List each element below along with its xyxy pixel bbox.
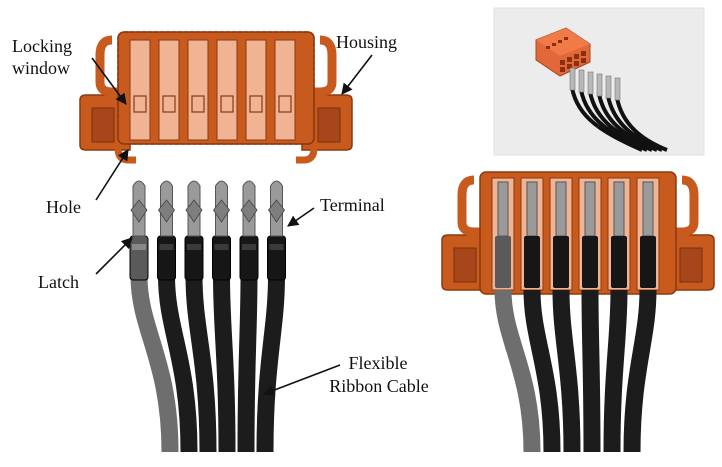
cavity-3 — [187, 39, 209, 141]
cavity-5 — [245, 39, 267, 141]
arrow-terminal — [287, 207, 315, 227]
cable-6 — [256, 275, 285, 453]
latch-band-5 — [242, 244, 256, 250]
terminal-inserted-4 — [584, 181, 596, 237]
photo-wires — [569, 67, 668, 152]
latch-3 — [184, 235, 204, 281]
photo-terminal-6 — [614, 77, 621, 101]
arrow-hole — [95, 149, 129, 201]
latch-inserted-3 — [553, 236, 569, 288]
locking-window-1 — [133, 95, 147, 113]
cable-right-3 — [552, 289, 581, 453]
photo-wire-3 — [588, 91, 653, 152]
terminal-cavities — [129, 39, 296, 141]
locking-window-2 — [162, 95, 176, 113]
arrow-locking-window — [91, 57, 127, 105]
housing-assembled — [441, 171, 715, 295]
locking-window-4 — [220, 95, 234, 113]
cavity-4 — [216, 39, 238, 141]
latch-band-3 — [187, 244, 201, 250]
label-housing: Housing — [336, 32, 398, 52]
label-hole: Hole — [46, 197, 81, 217]
photo-terminal-3 — [587, 71, 594, 95]
photo-terminal-4 — [596, 73, 603, 97]
terminal-crimp-4 — [213, 199, 230, 223]
arrow-latch — [95, 237, 133, 275]
photo-terminal-2 — [578, 69, 585, 93]
latch-4 — [212, 235, 231, 281]
label-window: window — [12, 58, 70, 78]
label-locking: Locking — [12, 36, 72, 56]
connector-photo — [493, 7, 705, 156]
label-flexible: Flexible — [348, 353, 408, 373]
terminal-crimp-5 — [240, 199, 258, 223]
latch-1 — [129, 235, 149, 281]
latch-inserted-6 — [640, 236, 656, 288]
locking-window-6 — [278, 95, 292, 113]
latch-2 — [157, 235, 176, 281]
leader-arrows — [91, 54, 373, 396]
terminal-crimp-6 — [268, 199, 285, 223]
cable-4 — [213, 275, 236, 453]
locking-window-3 — [191, 95, 205, 113]
terminal-inserted-6 — [642, 181, 654, 237]
cable-right-2 — [523, 289, 561, 453]
cable-right-5 — [603, 289, 628, 453]
photo-wire-1 — [570, 87, 643, 152]
photo-terminal-5 — [605, 75, 612, 99]
cable-right-1 — [494, 289, 541, 453]
flexible-ribbon-cable-left — [130, 275, 285, 453]
latch-band-6 — [269, 244, 284, 250]
latch-inserted-2 — [524, 236, 540, 288]
photo-wire-6 — [615, 97, 668, 152]
terminal-inserted-3 — [555, 181, 567, 237]
terminal-crimp-2 — [158, 199, 175, 223]
terminals-inserted — [491, 177, 660, 291]
terminal-inserted-2 — [526, 181, 538, 237]
latch-inserted-5 — [611, 236, 627, 288]
arrow-cable — [262, 364, 341, 396]
latch-6 — [267, 235, 286, 281]
terminal-inserted-1 — [497, 181, 509, 237]
label-latch: Latch — [38, 272, 79, 292]
cavity-6 — [274, 39, 296, 141]
label-terminal: Terminal — [320, 195, 385, 215]
cable-2 — [158, 275, 198, 453]
flexible-ribbon-cable-right — [494, 289, 657, 453]
terminals-left — [129, 180, 286, 281]
latch-5 — [239, 235, 259, 281]
latch-inserted-4 — [582, 236, 598, 288]
cable-right-4 — [581, 289, 601, 453]
photo-wire-5 — [606, 95, 663, 152]
locking-window-5 — [249, 95, 263, 113]
latch-band-1 — [132, 244, 146, 250]
photo-terminal-1 — [569, 67, 576, 91]
label-ribbon-cable: Ribbon Cable — [329, 376, 429, 396]
terminal-crimp-3 — [185, 199, 203, 223]
arrow-housing — [341, 54, 373, 95]
latch-band-2 — [159, 244, 174, 250]
cable-right-6 — [623, 289, 657, 453]
terminal-inserted-5 — [613, 181, 625, 237]
photo-wire-4 — [597, 93, 658, 152]
terminal-crimp-1 — [130, 199, 148, 223]
latch-band-4 — [214, 244, 229, 250]
cable-5 — [237, 275, 258, 453]
cavity-2 — [158, 39, 180, 141]
photo-wire-2 — [579, 89, 648, 152]
cable-3 — [185, 275, 217, 453]
latch-inserted-1 — [495, 236, 511, 288]
cable-1 — [130, 275, 179, 453]
cavity-1 — [129, 39, 151, 141]
